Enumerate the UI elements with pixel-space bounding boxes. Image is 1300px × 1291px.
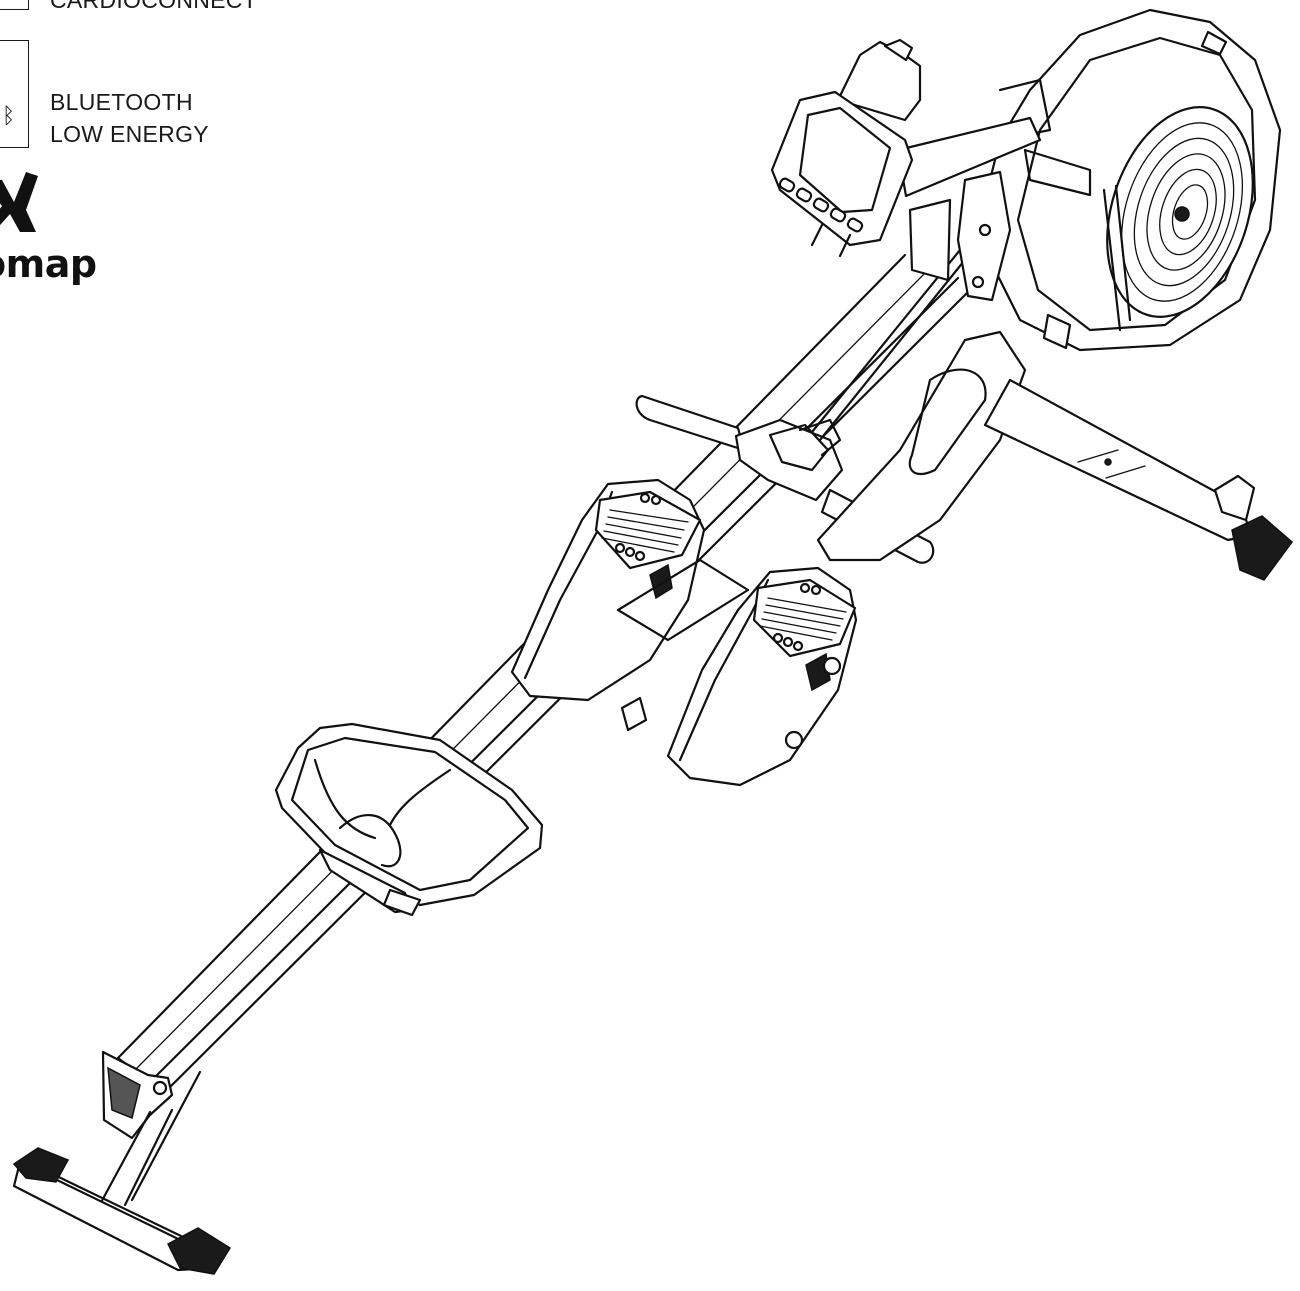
- cardioconnect-label: CARDIOCONNECT: [50, 0, 258, 13]
- fan-housing: [983, 8, 1282, 352]
- rear-stabilizer: [12, 1050, 232, 1275]
- chain: [810, 248, 962, 434]
- bluetooth-label: BLUETOOTH LOW ENERGY: [50, 86, 209, 150]
- bluetooth-label-line2: LOW ENERGY: [50, 121, 209, 147]
- footrest-crossbar: [616, 558, 750, 642]
- chain-guide: [818, 254, 970, 442]
- cardioconnect-badge-box: [0, 0, 29, 10]
- logo-wordmark: omap: [0, 242, 97, 286]
- footrest-left: [510, 478, 706, 702]
- rail-bracket: [620, 696, 648, 732]
- seat: [274, 722, 544, 914]
- footrest-right: [666, 566, 858, 787]
- bluetooth-label-line1: BLUETOOTH: [50, 89, 193, 115]
- console: [770, 38, 1042, 302]
- bluetooth-icon: ᛒ: [2, 104, 16, 129]
- front-support: [816, 330, 1294, 581]
- logo-icon: [0, 172, 38, 232]
- bluetooth-badge-box: [0, 40, 29, 148]
- rail-hinge: [382, 888, 422, 917]
